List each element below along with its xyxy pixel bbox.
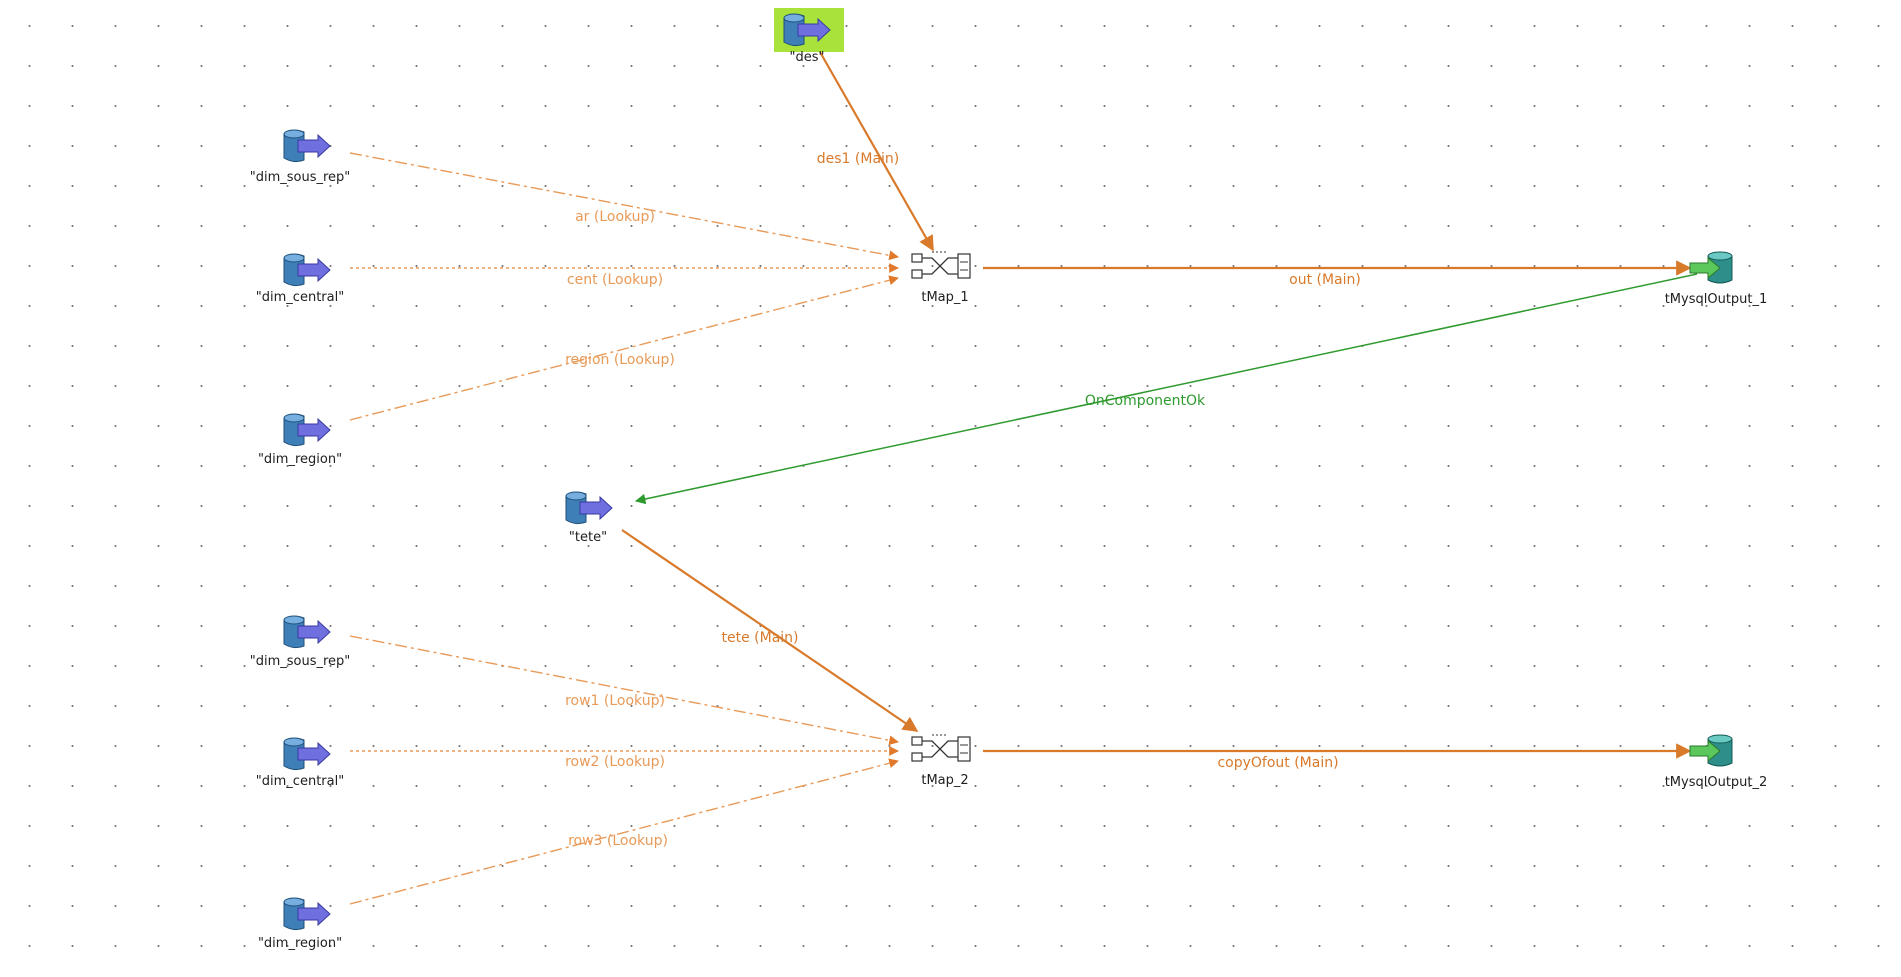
- link-label-ar-lookup: ar (Lookup): [575, 209, 655, 225]
- link-row2-lookup[interactable]: row2 (Lookup): [350, 746, 899, 770]
- link-label-des1-main: des1 (Main): [817, 151, 900, 167]
- input-db-icon: [774, 8, 844, 52]
- link-out-main[interactable]: out (Main): [983, 260, 1692, 288]
- link-row3-lookup[interactable]: row3 (Lookup): [349, 758, 899, 905]
- link-region-lookup[interactable]: region (Lookup): [349, 275, 899, 421]
- link-label-tete-main: tete (Main): [722, 630, 799, 646]
- component-label-dim-central-2: "dim_central": [255, 774, 345, 789]
- link-label-row1-lookup: row1 (Lookup): [565, 693, 665, 709]
- component-dim-region-2[interactable]: "dim_region": [230, 896, 370, 956]
- input-db-icon: [280, 614, 340, 650]
- component-label-dim-central-1: "dim_central": [255, 290, 345, 305]
- input-db-icon: [280, 128, 340, 164]
- tmap-icon: [910, 731, 980, 771]
- component-label-dim-region-1: "dim_region": [257, 452, 343, 467]
- component-des[interactable]: "des": [774, 8, 846, 68]
- link-label-row3-lookup: row3 (Lookup): [568, 833, 668, 849]
- component-label-tete: "tete": [568, 530, 608, 545]
- link-ar-lookup[interactable]: ar (Lookup): [349, 152, 899, 261]
- component-dim-sous-rep-2[interactable]: "dim_sous_rep": [230, 614, 370, 674]
- component-dim-central-2[interactable]: "dim_central": [230, 736, 370, 796]
- link-label-copyofout-main: copyOfout (Main): [1217, 755, 1338, 771]
- link-cent-lookup[interactable]: cent (Lookup): [350, 263, 899, 288]
- component-label-dim-sous-rep-1: "dim_sous_rep": [249, 170, 351, 185]
- link-label-cent-lookup: cent (Lookup): [567, 272, 663, 288]
- output-db-icon: [1686, 733, 1746, 769]
- input-db-icon: [280, 736, 340, 772]
- output-db-icon: [1686, 250, 1746, 286]
- component-dim-sous-rep-1[interactable]: "dim_sous_rep": [230, 128, 370, 188]
- component-label-dim-sous-rep-2: "dim_sous_rep": [249, 654, 351, 669]
- component-label-tmysqloutput-1: tMysqlOutput_1: [1664, 292, 1768, 307]
- component-label-dim-region-2: "dim_region": [257, 936, 343, 951]
- tmap-icon: [910, 248, 980, 288]
- component-tmap-1[interactable]: tMap_1: [900, 246, 990, 316]
- input-db-icon: [280, 412, 340, 448]
- link-label-out-main: out (Main): [1289, 272, 1361, 288]
- component-tmysqloutput-2[interactable]: tMysqlOutput_2: [1620, 733, 1810, 793]
- input-db-icon: [280, 252, 340, 288]
- component-tete[interactable]: "tete": [530, 490, 650, 550]
- link-tete-main[interactable]: tete (Main): [621, 529, 919, 732]
- component-dim-region-1[interactable]: "dim_region": [230, 412, 370, 472]
- link-label-on-component-ok: OnComponentOk: [1085, 393, 1206, 409]
- component-dim-central-1[interactable]: "dim_central": [230, 252, 370, 312]
- link-des1-main[interactable]: des1 (Main): [817, 51, 934, 252]
- component-tmap-2[interactable]: tMap_2: [900, 729, 990, 799]
- link-label-region-lookup: region (Lookup): [565, 352, 675, 368]
- component-label-tmap-2: tMap_2: [921, 773, 969, 788]
- link-row1-lookup[interactable]: row1 (Lookup): [349, 635, 899, 746]
- link-copyofout-main[interactable]: copyOfout (Main): [983, 743, 1692, 771]
- component-label-tmap-1: tMap_1: [921, 290, 969, 305]
- link-on-component-ok[interactable]: OnComponentOk: [634, 273, 1698, 505]
- link-label-row2-lookup: row2 (Lookup): [565, 754, 665, 770]
- input-db-icon: [562, 490, 622, 526]
- component-label-des: "des": [789, 50, 825, 65]
- input-db-icon: [280, 896, 340, 932]
- component-tmysqloutput-1[interactable]: tMysqlOutput_1: [1620, 250, 1810, 310]
- component-label-tmysqloutput-2: tMysqlOutput_2: [1664, 775, 1768, 790]
